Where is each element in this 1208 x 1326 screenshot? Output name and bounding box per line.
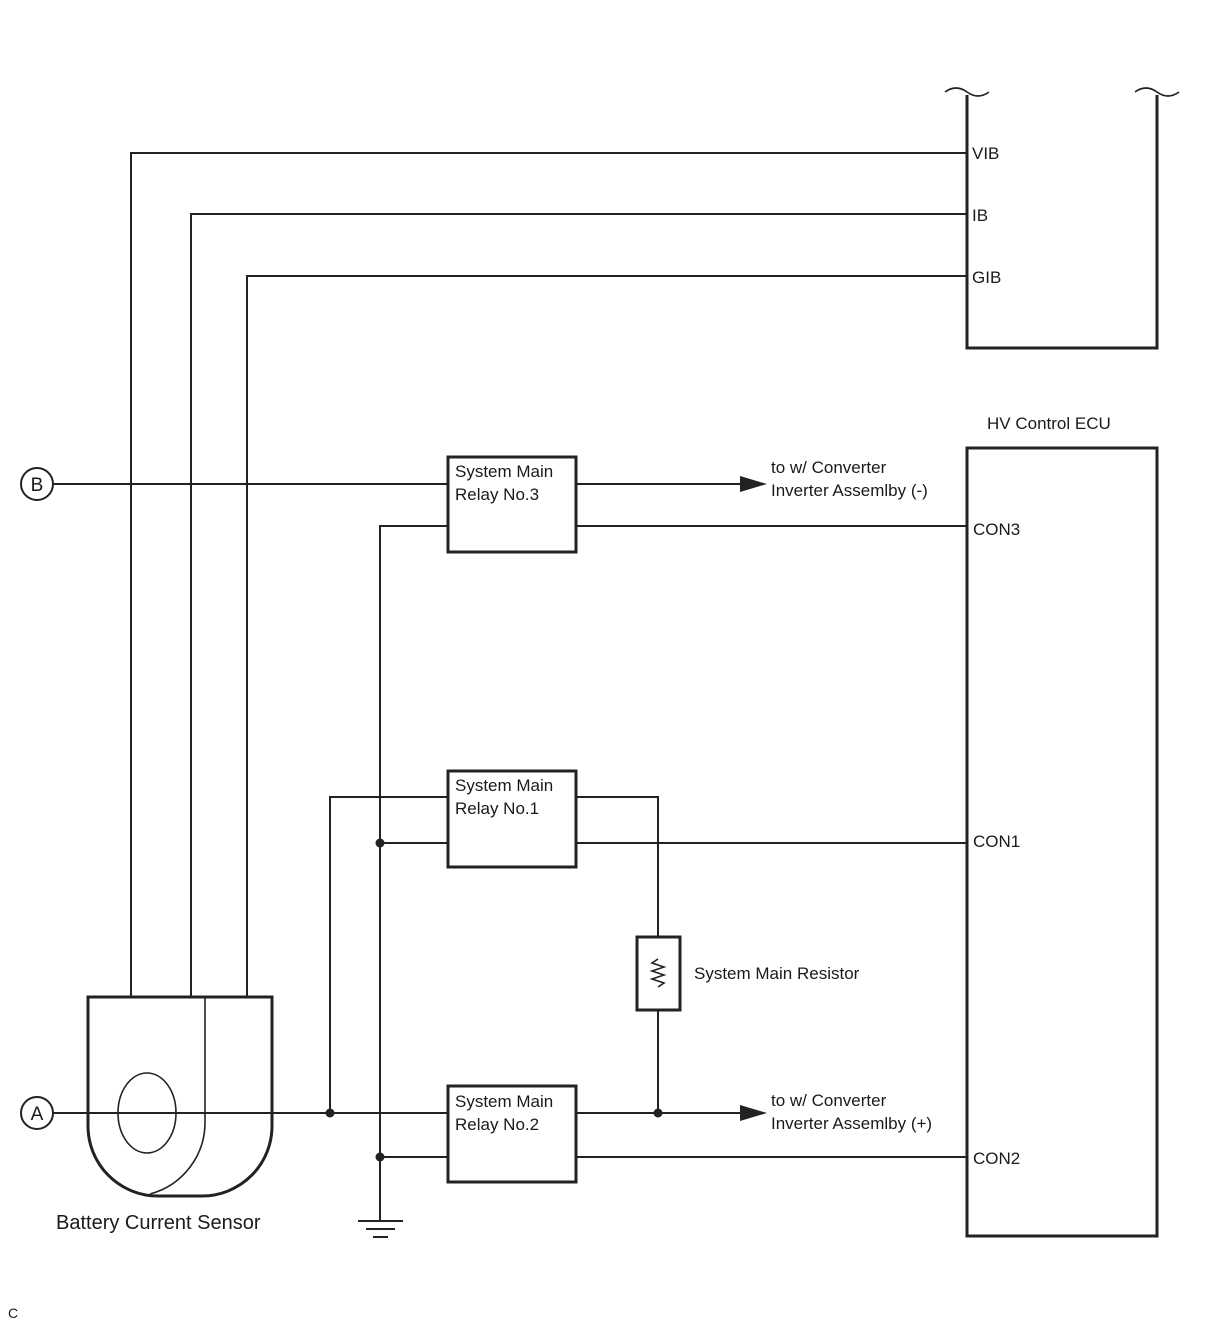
pin-ib: IB <box>972 206 988 225</box>
wire-ib <box>190 213 967 997</box>
ground-bus <box>375 525 448 1220</box>
system-main-relay-no1: System Main Relay No.1 <box>446 769 578 869</box>
footer-code: C <box>8 1305 18 1321</box>
junction-dot <box>375 838 385 848</box>
pin-con2: CON2 <box>973 1149 1020 1168</box>
junction-dot <box>653 1108 663 1118</box>
resistor-label: System Main Resistor <box>694 964 860 983</box>
relay-no2-line1: System Main <box>455 1092 553 1111</box>
hv-control-ecu: HV Control ECU CON3 CON1 CON2 <box>965 414 1159 1238</box>
relay-no1-line2: Relay No.1 <box>455 799 539 818</box>
sensor-label: Battery Current Sensor <box>56 1212 261 1234</box>
current-sensor-icon <box>86 995 274 1198</box>
wire-relay1-in <box>329 796 448 1113</box>
output-minus-line1: to w/ Converter <box>771 458 887 477</box>
terminal-a-label: A <box>31 1104 44 1125</box>
sensor-signal-wires <box>130 152 967 997</box>
resistor-icon <box>635 935 682 1012</box>
wire-gib <box>246 275 967 997</box>
pin-gib: GIB <box>972 268 1001 287</box>
relay-no1-line1: System Main <box>455 776 553 795</box>
wire-vib <box>130 152 967 997</box>
ecu-upper-block: VIB IB GIB <box>944 87 1180 350</box>
ground-icon <box>358 1220 403 1238</box>
system-main-relay-no3: System Main Relay No.3 <box>446 455 578 554</box>
terminal-a: A <box>20 1096 54 1130</box>
system-main-relay-no2: System Main Relay No.2 <box>446 1084 578 1184</box>
wire-relay1-out <box>576 796 659 937</box>
terminal-b-label: B <box>31 475 44 496</box>
ecu-title: HV Control ECU <box>987 414 1111 433</box>
relay-no2-line2: Relay No.2 <box>455 1115 539 1134</box>
arrow-plus-icon <box>740 1105 767 1121</box>
output-minus-line2: Inverter Assemlby (-) <box>771 481 928 500</box>
pin-con1: CON1 <box>973 832 1020 851</box>
pin-vib: VIB <box>972 144 999 163</box>
relay-no3-line2: Relay No.3 <box>455 485 539 504</box>
junction-dot <box>375 1152 385 1162</box>
terminal-b: B <box>20 467 54 501</box>
arrow-minus-icon <box>740 476 767 492</box>
pin-con3: CON3 <box>973 520 1020 539</box>
relay-no3-line1: System Main <box>455 462 553 481</box>
junction-dot <box>325 1108 335 1118</box>
output-plus-line2: Inverter Assemlby (+) <box>771 1114 932 1133</box>
output-plus-line1: to w/ Converter <box>771 1091 887 1110</box>
